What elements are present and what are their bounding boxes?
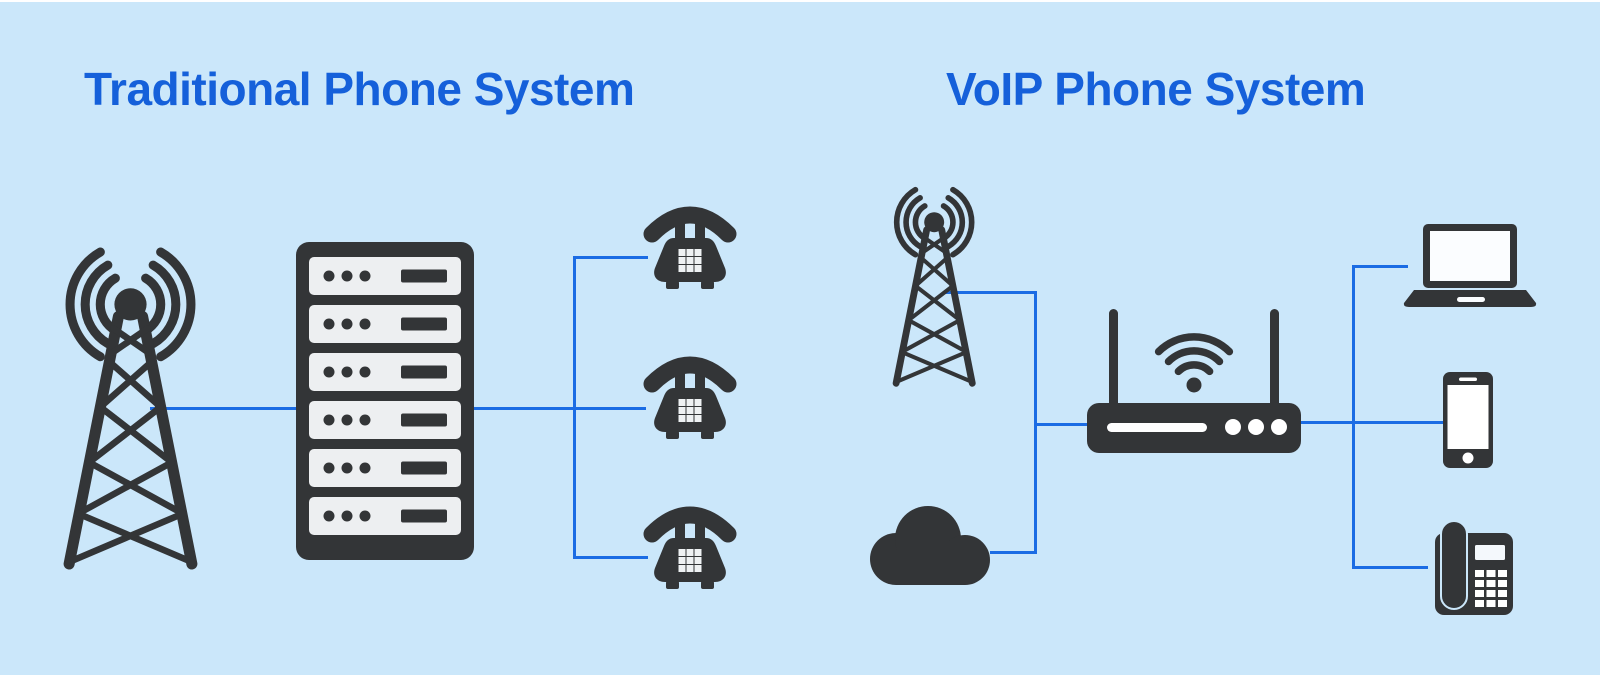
desk-phone-icon — [642, 356, 738, 440]
wire-phone-bus — [573, 257, 576, 559]
wire-branch-phone-1 — [573, 256, 648, 259]
wire-device-bus — [1352, 266, 1355, 569]
radio-tower-icon — [889, 186, 980, 387]
voip-title: VoIP Phone System — [946, 63, 1366, 115]
wire-bus-to-router — [1034, 423, 1089, 426]
wire-rack-to-phones — [470, 407, 646, 410]
wire-router-to-smartphone — [1299, 421, 1445, 424]
wifi-router-icon — [1087, 307, 1301, 453]
desk-phone-icon — [642, 206, 738, 290]
wire-cloud-to-bus — [990, 551, 1036, 554]
bottom-edge-strip — [0, 675, 1600, 677]
smartphone-icon — [1443, 372, 1493, 468]
traditional-title: Traditional Phone System — [84, 63, 635, 115]
wire-branch-laptop — [1352, 265, 1408, 268]
top-edge-strip — [0, 0, 1600, 2]
wire-source-bus — [1034, 291, 1037, 554]
radio-tower-icon — [58, 246, 204, 570]
laptop-icon — [1403, 224, 1537, 310]
wire-tower-to-bus — [945, 291, 1037, 294]
wire-branch-phone-3 — [573, 556, 648, 559]
wire-tower-to-rack — [150, 407, 300, 410]
desk-phone-icon — [642, 506, 738, 590]
cloud-icon — [866, 502, 996, 586]
ip-desk-phone-icon — [1425, 521, 1513, 615]
wire-branch-ip-phone — [1352, 566, 1428, 569]
server-rack-icon — [296, 242, 474, 560]
